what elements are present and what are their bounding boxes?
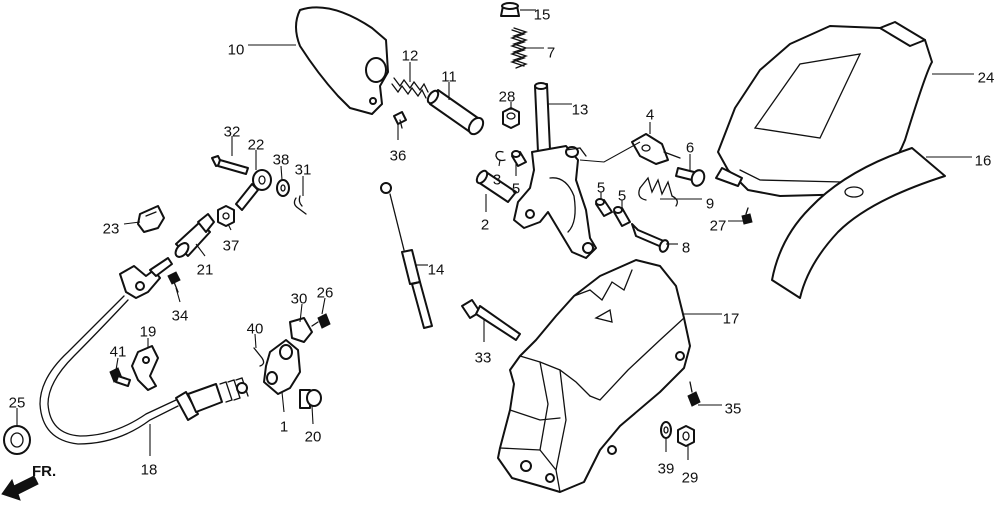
part-bolt-26: [311, 313, 331, 329]
part-collar-2: [475, 169, 517, 203]
callout-40: 40: [247, 321, 264, 338]
part-spring-7: [509, 27, 529, 69]
callout-18: 18: [141, 462, 158, 479]
callout-5: 5: [618, 188, 626, 205]
callout-33: 33: [475, 350, 492, 367]
part-shift-lever: [513, 82, 597, 259]
part-shift-pin: [426, 89, 485, 136]
callout-28: 28: [499, 89, 516, 106]
part-cap-15: [500, 2, 520, 17]
callout-6: 6: [686, 140, 694, 157]
callout-17: 17: [723, 311, 740, 328]
callout-24: 24: [978, 70, 995, 87]
callout-11: 11: [441, 69, 457, 86]
callout-2: 2: [481, 217, 489, 234]
part-bolt-33: [461, 299, 521, 341]
part-bolt-34: [167, 271, 181, 293]
part-bolt-36: [393, 111, 407, 129]
part-washer-38: [276, 179, 290, 197]
part-shift-cable: [380, 182, 433, 329]
callout-12: 12: [402, 48, 419, 65]
part-pin-6: [675, 167, 706, 187]
callout-34: 34: [172, 308, 189, 325]
callout-3: 3: [493, 172, 501, 189]
part-bolt-20: [299, 389, 322, 409]
callout-36: 36: [390, 148, 407, 165]
leader-lines: [16, 9, 974, 460]
callout-13: 13: [572, 102, 589, 119]
part-trim-strip: [771, 147, 946, 299]
callout-22: 22: [248, 137, 265, 154]
part-bracket-19: [131, 345, 159, 391]
callout-5: 5: [597, 180, 605, 197]
front-direction-arrow: FR.: [1, 463, 56, 501]
callout-31: 31: [295, 162, 312, 179]
callout-21: 21: [197, 262, 214, 279]
part-spring-12: [391, 77, 429, 99]
callout-25: 25: [9, 395, 26, 412]
part-screw-27: [741, 207, 753, 225]
callout-14: 14: [428, 262, 445, 279]
callout-16: 16: [975, 153, 992, 170]
callout-39: 39: [658, 461, 675, 478]
part-clip-3: [495, 150, 506, 162]
callout-15: 15: [534, 7, 551, 24]
callout-7: 7: [547, 45, 555, 62]
callout-29: 29: [682, 470, 699, 487]
callout-37: 37: [223, 238, 240, 255]
callout-19: 19: [140, 324, 157, 341]
callout-1: 1: [280, 419, 288, 436]
callout-5: 5: [512, 181, 520, 198]
part-nut-37: [217, 205, 235, 227]
part-washer-39: [660, 421, 672, 439]
part-pin-40: [253, 347, 265, 367]
part-spring-9: [638, 176, 678, 207]
part-bolt-41: [109, 367, 131, 387]
part-pivot-bracket: [631, 133, 681, 165]
callout-26: 26: [317, 285, 334, 302]
part-bolt-8: [631, 223, 670, 253]
part-bracket-30: [289, 317, 313, 343]
callout-10: 10: [228, 42, 245, 59]
part-shift-knob: [295, 6, 389, 115]
part-bolt-35: [687, 381, 701, 407]
part-bushing-5b: [595, 198, 613, 217]
part-clip-23: [137, 205, 165, 233]
callout-9: 9: [706, 196, 714, 213]
part-nut-29: [677, 425, 695, 447]
part-shifter-housing: [497, 259, 691, 493]
callout-23: 23: [103, 221, 120, 238]
part-nut-28: [502, 107, 520, 129]
front-direction-label: FR.: [32, 463, 56, 480]
callout-30: 30: [291, 291, 308, 308]
part-linkage-1: [263, 339, 301, 395]
callout-41: 41: [110, 344, 127, 361]
callout-4: 4: [646, 107, 654, 124]
part-adjuster-21: [174, 213, 215, 258]
part-cable-assembly: [39, 257, 249, 445]
callout-35: 35: [725, 401, 742, 418]
callout-20: 20: [305, 429, 322, 446]
part-cable-end-22: [235, 169, 272, 211]
part-bushing-5c: [613, 206, 631, 227]
callout-27: 27: [710, 218, 727, 235]
part-bushing-5a: [511, 150, 527, 167]
part-cotter-pin-31: [293, 195, 307, 215]
callout-38: 38: [273, 152, 290, 169]
callout-32: 32: [224, 124, 241, 141]
callout-8: 8: [682, 240, 690, 257]
part-bolt-32: [211, 155, 249, 175]
part-grommet-25: [3, 425, 31, 455]
